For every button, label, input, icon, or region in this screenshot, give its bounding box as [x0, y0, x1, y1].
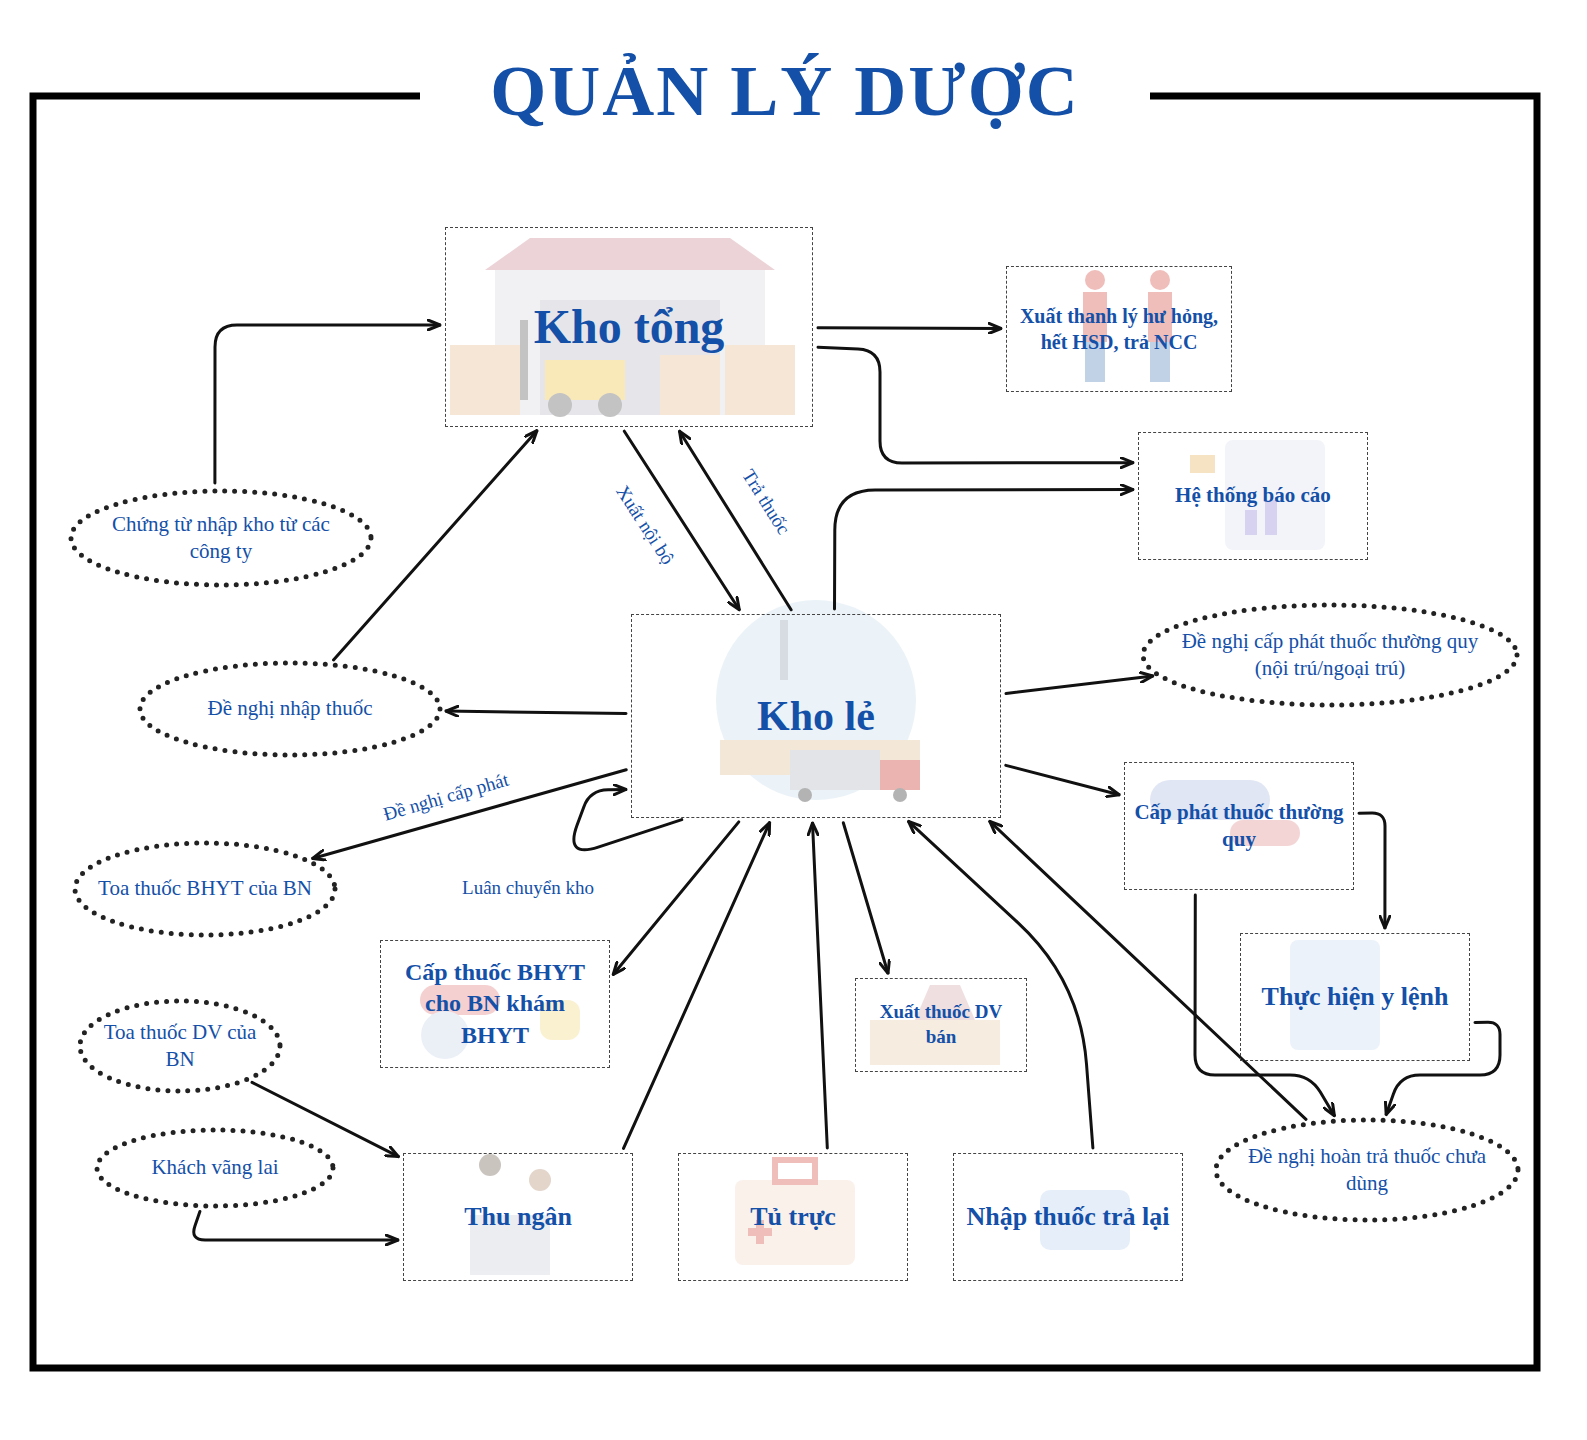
edge-label: Trả thuốc — [736, 463, 796, 541]
ellipse-outline — [1216, 1120, 1518, 1220]
node-label: Kho tổng — [454, 296, 804, 358]
node-label: Xuất thanh lý hư hỏng, hết HSD, trả NCC — [1015, 303, 1223, 355]
flow-arrow — [1386, 1022, 1500, 1114]
node-label: Toa thuốc BHYT của BN — [91, 875, 320, 902]
flow-arrow — [843, 823, 888, 973]
node-label: Cấp phát thuốc thường quy — [1133, 799, 1345, 854]
node-label: Toa thuốc DV của BN — [91, 1019, 268, 1074]
dotted-ellipse-outline — [1213, 1117, 1521, 1223]
node-label: Đề nghị hoàn trả thuốc chưa dùng — [1235, 1143, 1500, 1198]
node-label: Xuất thuốc DV bán — [864, 1000, 1018, 1049]
node-label: Thu ngân — [412, 1200, 624, 1234]
node-label: Nhập thuốc trả lại — [962, 1200, 1174, 1234]
flow-arrow — [613, 822, 739, 975]
node-label: Hệ thống báo cáo — [1147, 482, 1359, 509]
flow-arrow — [818, 326, 1001, 330]
node-label: Tủ trực — [687, 1200, 899, 1234]
dotted-ellipse-outline — [68, 488, 374, 588]
request-ellipse: Đề nghị nhập thuốc — [137, 660, 443, 758]
process-box: Nhập thuốc trả lại — [953, 1153, 1183, 1281]
edge-label: Luân chuyển kho — [459, 877, 597, 899]
diagram-title: QUẢN LÝ DƯỢC — [470, 52, 1099, 131]
ellipse-outline — [140, 663, 440, 755]
request-ellipse: Đề nghị cấp phát thuốc thường quy (nội t… — [1140, 602, 1520, 708]
edge-label: Xuất nội bộ — [610, 479, 680, 571]
prescription-ellipse: Toa thuốc BHYT của BN — [72, 840, 338, 938]
flow-arrow — [818, 347, 1133, 463]
dotted-ellipse-outline — [1140, 602, 1520, 708]
flow-arrow — [215, 325, 440, 483]
ellipse-outline — [75, 843, 335, 935]
process-box: Cấp phát thuốc thường quy — [1124, 762, 1354, 890]
dotted-ellipse-outline — [77, 998, 283, 1094]
node-label: Kho lẻ — [640, 689, 992, 744]
ellipse-outline — [97, 1130, 333, 1206]
report-box: Hệ thống báo cáo — [1138, 432, 1368, 560]
flow-arrow — [813, 823, 828, 1148]
flow-arrow — [574, 790, 682, 850]
shop-illustration — [870, 985, 1000, 1065]
main-warehouse-box: Kho tổng — [445, 227, 813, 427]
process-box: Thực hiện y lệnh — [1240, 933, 1470, 1061]
flow-arrow — [624, 823, 770, 1149]
process-box: Cấp thuốc BHYT cho BN khám BHYT — [380, 940, 610, 1068]
prescription-ellipse: Toa thuốc DV của BN — [77, 998, 283, 1094]
process-box: Tủ trực — [678, 1153, 908, 1281]
flow-arrow — [1006, 676, 1153, 694]
outer-frame — [33, 96, 1537, 1368]
node-label: Cấp thuốc BHYT cho BN khám BHYT — [389, 957, 601, 1051]
process-box: Thu ngân — [403, 1153, 633, 1281]
node-label: Khách vãng lai — [111, 1154, 319, 1181]
flow-arrow — [194, 1212, 398, 1241]
edge-label: Đề nghị cấp phát — [378, 768, 514, 826]
node-label: Đề nghị nhập thuốc — [158, 695, 421, 722]
request-ellipse: Đề nghị hoàn trả thuốc chưa dùng — [1213, 1117, 1521, 1223]
node-label: Chứng từ nhập kho từ các công ty — [89, 511, 352, 566]
flow-arrow — [909, 821, 1093, 1148]
disposal-box: Xuất thanh lý hư hỏng, hết HSD, trả NCC — [1006, 266, 1232, 392]
process-box: Xuất thuốc DV bán — [855, 978, 1027, 1072]
document-ellipse: Chứng từ nhập kho từ các công ty — [68, 488, 374, 588]
retail-store-box: Kho lẻ — [631, 614, 1001, 818]
flow-arrow — [1006, 765, 1119, 794]
ellipse-outline — [80, 1001, 280, 1091]
flow-arrow — [835, 490, 1134, 609]
flow-arrow — [446, 711, 626, 713]
ellipse-outline — [71, 491, 371, 585]
node-label: Thực hiện y lệnh — [1249, 980, 1461, 1014]
customer-ellipse: Khách vãng lai — [94, 1127, 336, 1209]
ellipse-outline — [1143, 605, 1517, 705]
flow-arrow — [1359, 813, 1385, 928]
node-label: Đề nghị cấp phát thuốc thường quy (nội t… — [1167, 628, 1494, 683]
